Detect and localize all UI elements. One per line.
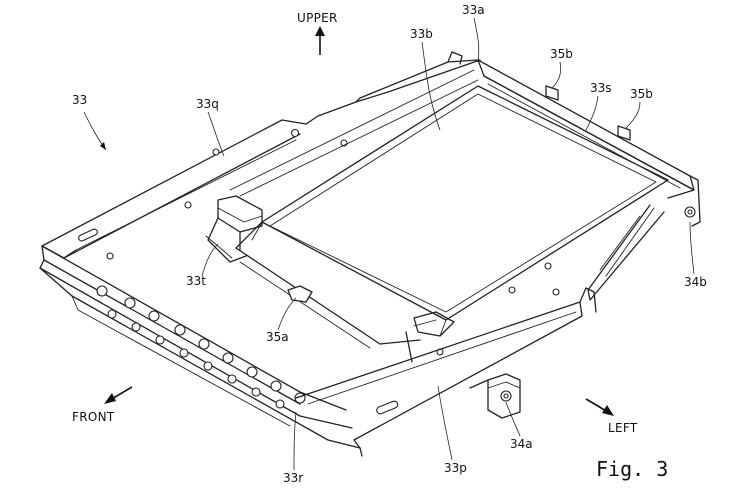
label-33r: 33r [283,471,303,485]
label-33q: 33q [196,97,219,111]
cross-member [206,196,454,362]
front-direction: FRONT [72,387,132,424]
label-34a: 34a [510,437,533,451]
left-side-rail [42,52,480,259]
label-35b-left: 35b [550,47,573,61]
left-direction: LEFT [586,399,638,435]
label-33s: 33s [590,81,612,95]
label-33-arrow-icon [100,142,106,150]
front-arrow-icon [104,393,116,404]
upper-label: UPPER [297,11,338,25]
seat-frame-drawing [40,52,700,456]
label-34b: 34b [684,275,707,289]
front-label: FRONT [72,410,115,424]
inner-seat-frame [236,86,668,355]
figure-caption: Fig. 3 [596,457,668,481]
label-33: 33 [72,93,87,107]
label-33p: 33p [444,461,467,475]
upper-arrow-icon [315,26,325,36]
label-33b: 33b [410,27,433,41]
left-arrow-icon [602,405,614,416]
left-label: LEFT [608,421,638,435]
label-33t: 33t [186,274,206,288]
upper-direction: UPPER [297,11,338,55]
label-35b-right: 35b [630,87,653,101]
label-35a: 35a [266,330,289,344]
label-33a: 33a [462,3,485,17]
